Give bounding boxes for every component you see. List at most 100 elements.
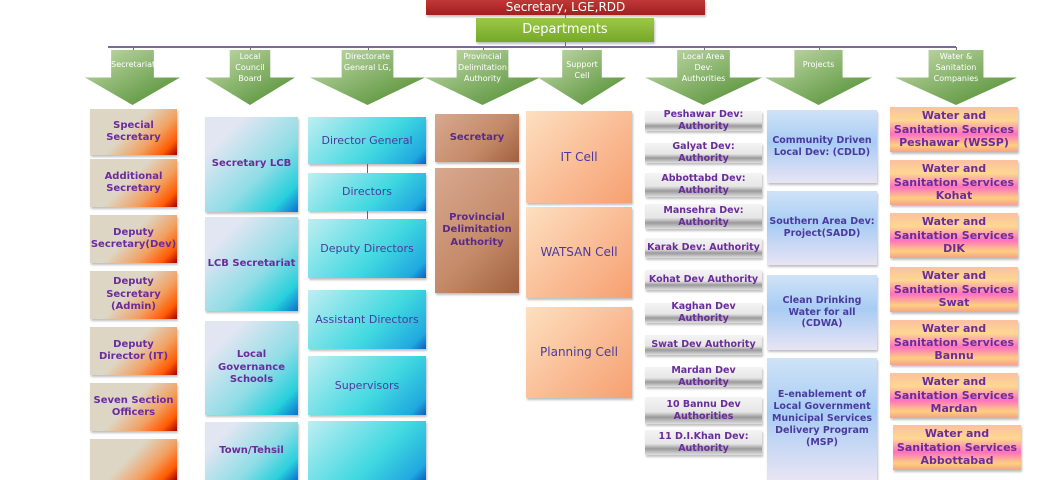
dev-authority-box: Mardan Dev Authority	[645, 365, 762, 388]
water-company-box: Water and Sanitation Services Mardan	[890, 373, 1018, 418]
dg-box-label: Deputy Directors	[320, 241, 414, 255]
secretariat-box: Special Secretary	[90, 109, 177, 155]
dev-authority-box: Swat Dev Authority	[645, 335, 762, 355]
water-company-box: Water and Sanitation Services Peshawar (…	[890, 107, 1018, 152]
pda-box-label: Secretary	[449, 131, 505, 143]
dg-box-label: Supervisors	[334, 378, 400, 392]
category-arrow: Water & Sanitation Companies	[895, 50, 1017, 105]
water-company-box-label: Water and Sanitation Services Peshawar (…	[893, 108, 1015, 150]
secretariat-box-label: Deputy Secretary (Admin)	[106, 276, 161, 313]
support-cell-box-label: IT Cell	[560, 149, 598, 164]
support-cell-box: Planning Cell	[526, 307, 632, 398]
dev-authority-box-label: Karak Dev: Authority	[647, 242, 760, 254]
connector	[565, 15, 566, 18]
water-company-box: Water and Sanitation Services Bannu	[890, 320, 1018, 365]
dg-box: Assistant Directors	[308, 290, 426, 349]
connector	[565, 42, 566, 47]
support-cell-box-label: WATSAN Cell	[540, 245, 618, 259]
top-title: Secretary, LGE,RDD	[505, 0, 626, 14]
secretariat-box: Additional Secretary	[90, 159, 177, 207]
dev-authority-box: Karak Dev: Authority	[645, 238, 762, 258]
dg-box-label: Director General	[321, 133, 413, 147]
dev-authority-box-label: 11 D.I.Khan Dev: Authority	[658, 430, 749, 454]
category-label: Water & Sanitation Companies	[933, 52, 979, 83]
water-company-box: Water and Sanitation Services DIK	[890, 213, 1018, 258]
dg-box	[308, 421, 426, 480]
water-company-box: Water and Sanitation Services Kohat	[890, 160, 1018, 205]
horizontal-connector	[108, 46, 956, 48]
secretariat-box: Deputy Secretary (Admin)	[90, 271, 177, 319]
connector	[818, 47, 820, 52]
dev-authority-box-label: Mansehra Dev: Authority	[663, 204, 744, 228]
project-box: Community Driven Local Dev: (CDLD)	[767, 110, 877, 183]
water-company-box-label: Water and Sanitation Services Bannu	[893, 321, 1015, 363]
arrow-shape	[85, 50, 180, 105]
category-arrow: Projects	[765, 50, 872, 105]
dg-box: Supervisors	[308, 356, 426, 415]
dev-authority-box: Kaghan Dev Authority	[645, 301, 762, 324]
connector	[367, 211, 368, 219]
dev-authority-box: Peshawar Dev: Authority	[645, 109, 762, 132]
project-box-label: E-enablement of Local Government Municip…	[771, 389, 873, 448]
lcb-box: Town/Tehsil	[205, 422, 298, 480]
dg-box-label: Directors	[342, 185, 392, 199]
water-company-box-label: Water and Sanitation Services Mardan	[893, 374, 1015, 416]
project-box: Clean Drinking Water for all (CDWA)	[767, 275, 877, 350]
dev-authority-box: Kohat Dev Authority	[645, 270, 762, 290]
secretariat-box: Deputy Director (IT)	[90, 327, 177, 375]
dev-authority-box-label: Swat Dev Authority	[651, 339, 756, 351]
connector	[367, 47, 369, 52]
secretariat-box-label: Deputy Secretary(Dev)	[90, 226, 177, 251]
water-company-box-label: Water and Sanitation Services Kohat	[893, 161, 1015, 203]
dev-authority-box: Abbottabd Dev: Authority	[645, 173, 762, 197]
water-company-box-label: Water and Sanitation Services Abbottabad	[896, 426, 1018, 468]
dev-authority-box: 10 Bannu Dev Authorities	[645, 397, 762, 424]
dev-authority-box-label: Kaghan Dev Authority	[671, 301, 736, 324]
departments-label: Departments	[522, 21, 608, 37]
lcb-box: LCB Secretariat	[205, 217, 298, 311]
category-label: Support Cell	[566, 60, 598, 80]
arrow-shape	[425, 50, 540, 105]
arrow-shape	[310, 50, 425, 105]
arrow-shape	[538, 50, 626, 105]
category-arrow: Provincial Delimitation Authority	[425, 50, 540, 105]
pda-box-label: Provincial Delimitation Authority	[442, 211, 512, 248]
lcb-box-label: Town/Tehsil	[219, 444, 284, 456]
dg-box: Director General	[308, 117, 426, 164]
secretariat-box-label: Seven Section Officers	[93, 394, 174, 419]
pda-box: Provincial Delimitation Authority	[435, 168, 519, 293]
dg-box: Deputy Directors	[308, 219, 426, 278]
dev-authority-box-label: Galyat Dev: Authority	[672, 141, 735, 164]
project-box-label: Community Driven Local Dev: (CDLD)	[772, 134, 872, 158]
dev-authority-box: 11 D.I.Khan Dev: Authority	[645, 430, 762, 455]
connector	[367, 164, 368, 173]
secretariat-box: Seven Section Officers	[90, 383, 177, 431]
dev-authority-box-label: Kohat Dev Authority	[648, 274, 759, 286]
dg-box-label: Assistant Directors	[315, 312, 419, 326]
category-label: Local Area Dev: Authorities	[681, 52, 726, 83]
secretariat-box-label: Additional Secretary	[104, 170, 163, 195]
project-box-label: Clean Drinking Water for all (CDWA)	[782, 294, 862, 330]
category-label: Provincial Delimitation Authority	[458, 52, 507, 83]
connector	[956, 47, 957, 52]
secretariat-box-label: Special Secretary	[106, 119, 161, 144]
dg-box: Directors	[308, 173, 426, 211]
connector	[703, 47, 705, 52]
connector	[250, 47, 251, 52]
support-cell-box-label: Planning Cell	[540, 345, 618, 359]
arrow-shape	[205, 50, 295, 105]
category-arrow: Directorate General LG,	[310, 50, 425, 105]
secretary-lge-rdd-box: Secretary, LGE,RDD	[426, 0, 705, 15]
dev-authority-box-label: Abbottabd Dev: Authority	[661, 173, 746, 196]
category-arrow: Local Council Board	[205, 50, 295, 105]
project-box: E-enablement of Local Government Municip…	[767, 358, 877, 480]
support-cell-box: IT Cell	[526, 111, 632, 203]
category-arrow: Secretariat	[85, 50, 180, 105]
category-arrow: Support Cell	[538, 50, 626, 105]
lcb-box: Secretary LCB	[205, 117, 298, 212]
category-label: Projects	[802, 60, 835, 69]
category-label: Secretariat	[111, 60, 156, 69]
category-label: Directorate General LG,	[343, 52, 392, 72]
dev-authority-box-label: Peshawar Dev: Authority	[663, 109, 744, 132]
water-company-box: Water and Sanitation Services Swat	[890, 267, 1018, 312]
